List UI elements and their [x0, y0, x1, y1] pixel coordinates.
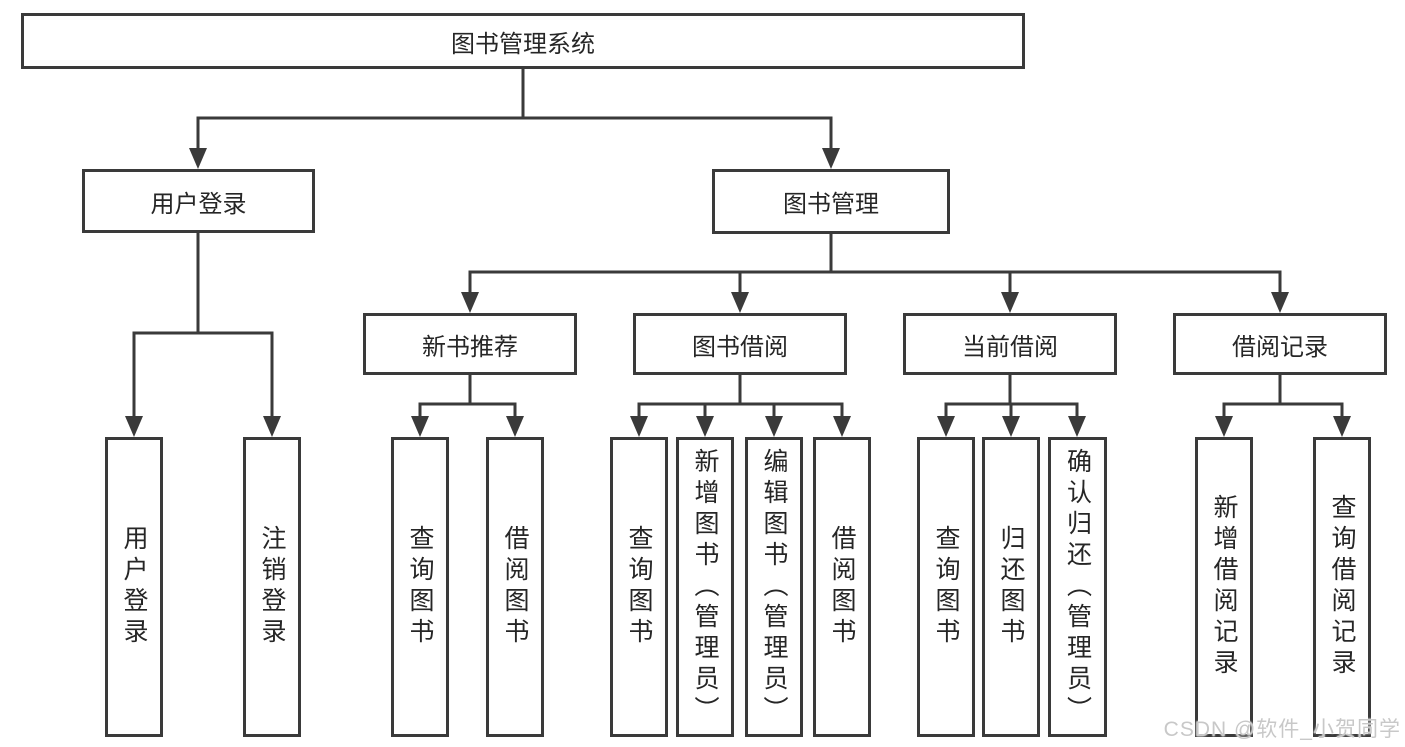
node-label: 当前借阅 [962, 333, 1058, 361]
node-user-login: 用户登录 [82, 169, 315, 233]
node-label: 用户登录 [150, 190, 247, 218]
node-book-management: 图书管理 [712, 169, 950, 234]
node-library-management-system: 图书管理系统 [21, 13, 1025, 69]
node-label: 图书管理系统 [451, 30, 595, 58]
leaf-add-books-admin: 新增图书（管理员） [676, 437, 734, 737]
leaf-query-books-borrow: 查询图书 [610, 437, 668, 737]
node-label: 确认归还（管理员） [1063, 447, 1092, 727]
leaf-query-borrow-record: 查询借阅记录 [1313, 437, 1371, 737]
leaf-borrow-books: 借阅图书 [813, 437, 871, 737]
csdn-watermark: CSDN @软件_小贺同学 [1163, 718, 1401, 741]
leaf-return-books: 归还图书 [982, 437, 1040, 737]
node-label: 新增借阅记录 [1210, 494, 1238, 680]
node-label: 查询图书 [406, 525, 434, 649]
node-label: 归还图书 [997, 525, 1025, 649]
leaf-confirm-return-admin: 确认归还（管理员） [1048, 437, 1107, 737]
node-label: 借阅图书 [501, 525, 529, 649]
node-label: 编辑图书（管理员） [760, 447, 788, 727]
node-label: 新增图书（管理员） [691, 447, 719, 727]
leaf-borrow-books-recommend: 借阅图书 [486, 437, 544, 737]
node-label: 注销登录 [258, 525, 286, 649]
node-label: 借阅图书 [828, 525, 856, 649]
node-label: 用户登录 [120, 525, 148, 649]
node-label: 查询图书 [932, 525, 960, 649]
leaf-user-login: 用户登录 [105, 437, 163, 737]
leaf-query-books-recommend: 查询图书 [391, 437, 449, 737]
node-book-borrow: 图书借阅 [633, 313, 847, 375]
node-borrow-records: 借阅记录 [1173, 313, 1387, 375]
node-label: 查询图书 [625, 525, 653, 649]
node-label: 新书推荐 [422, 333, 518, 361]
leaf-add-borrow-record: 新增借阅记录 [1195, 437, 1253, 737]
node-label: 查询借阅记录 [1328, 494, 1356, 680]
node-label: 图书管理 [783, 191, 879, 218]
node-label: 借阅记录 [1232, 333, 1328, 361]
leaf-edit-books-admin: 编辑图书（管理员） [745, 437, 803, 737]
node-label: 图书借阅 [692, 333, 788, 361]
leaf-logout: 注销登录 [243, 437, 301, 737]
leaf-query-books-current: 查询图书 [917, 437, 975, 737]
arrowheads [125, 148, 1351, 437]
node-new-book-recommend: 新书推荐 [363, 313, 577, 375]
node-current-borrow: 当前借阅 [903, 313, 1117, 375]
